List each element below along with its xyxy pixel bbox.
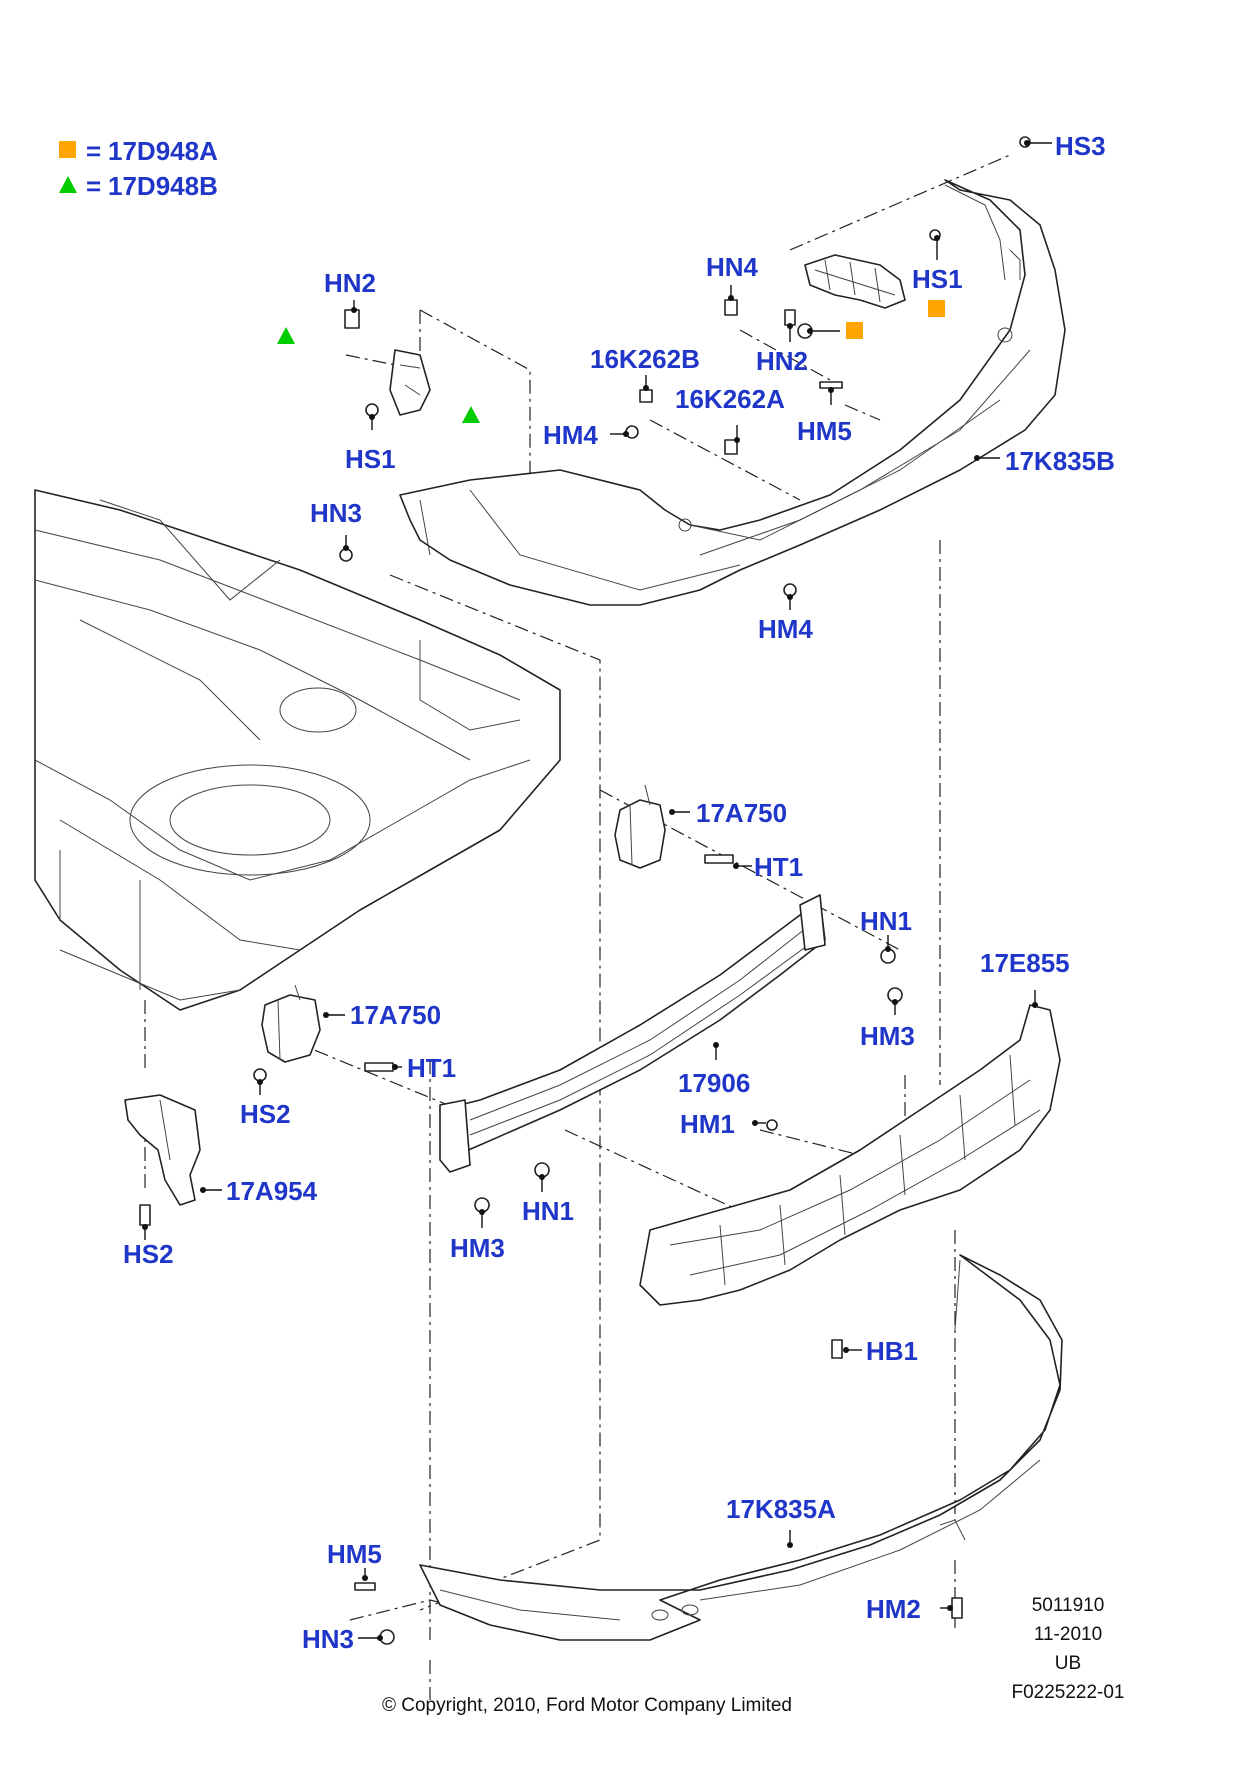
label-hm5-top: HM5 bbox=[797, 416, 852, 446]
footer: © Copyright, 2010, Ford Motor Company Li… bbox=[382, 1595, 1125, 1716]
label-17a954: 17A954 bbox=[226, 1176, 318, 1206]
label-hn1-right: HN1 bbox=[860, 906, 912, 936]
label-hm5-bottom: HM5 bbox=[327, 1539, 382, 1569]
copyright-text: © Copyright, 2010, Ford Motor Company Li… bbox=[382, 1695, 792, 1716]
legend-code-17d948a: 17D948A bbox=[108, 136, 218, 166]
market-code: UB bbox=[1055, 1653, 1081, 1674]
label-17e855: 17E855 bbox=[980, 948, 1070, 978]
marker-square-17d948a-2 bbox=[846, 322, 863, 339]
part-labels: HS3 HS1 HN4 HN2 HN2 HS1 16K262B 16K262A … bbox=[123, 131, 1115, 1654]
label-17906: 17906 bbox=[678, 1068, 750, 1098]
color-markers bbox=[277, 300, 945, 423]
label-hm4-bottom: HM4 bbox=[758, 614, 813, 644]
label-16k262a: 16K262A bbox=[675, 384, 785, 414]
label-hs3: HS3 bbox=[1055, 131, 1106, 161]
fastener-ht1-right bbox=[704, 854, 734, 864]
label-16k262b: 16K262B bbox=[590, 344, 700, 374]
label-17a750-right: 17A750 bbox=[696, 798, 787, 828]
label-hn4: HN4 bbox=[706, 252, 759, 282]
label-hm2: HM2 bbox=[866, 1594, 921, 1624]
fasteners bbox=[139, 136, 1031, 1645]
fastener-hm2 bbox=[951, 1597, 963, 1619]
fastener-hn4 bbox=[724, 299, 738, 316]
legend-eq-2: = bbox=[86, 171, 101, 201]
marker-square-17d948a-1 bbox=[928, 300, 945, 317]
label-hs1-top: HS1 bbox=[912, 264, 963, 294]
label-hb1: HB1 bbox=[866, 1336, 918, 1366]
fastener-hm5-bottom bbox=[354, 1582, 376, 1591]
legend-code-17d948b: 17D948B bbox=[108, 171, 218, 201]
fastener-ht1-left bbox=[364, 1062, 394, 1072]
label-hm1: HM1 bbox=[680, 1109, 735, 1139]
fastener-hb1 bbox=[831, 1339, 843, 1359]
label-hm3-left: HM3 bbox=[450, 1233, 505, 1263]
vehicle-rear-floor-structure bbox=[34, 489, 561, 1011]
fastener-hn2-right bbox=[784, 309, 796, 326]
label-hn3-top: HN3 bbox=[310, 498, 362, 528]
label-ht1-left: HT1 bbox=[407, 1053, 456, 1083]
upper-bumper-cover-17k835b bbox=[399, 179, 1066, 606]
reinforcement-beam-17906 bbox=[439, 894, 826, 1173]
label-hn2-left: HN2 bbox=[324, 268, 376, 298]
legend: = 17D948A = 17D948B bbox=[59, 136, 218, 201]
legend-eq-1: = bbox=[86, 136, 101, 166]
fastener-hn2-left bbox=[344, 309, 360, 329]
label-17a750-left: 17A750 bbox=[350, 1000, 441, 1030]
label-hm3-right: HM3 bbox=[860, 1021, 915, 1051]
fastener-hs2-left bbox=[139, 1204, 151, 1226]
label-hn3-bottom: HN3 bbox=[302, 1624, 354, 1654]
bracket-17a954 bbox=[124, 1094, 201, 1206]
isolator-17a750-right bbox=[614, 784, 666, 869]
fastener-16k262a bbox=[724, 439, 738, 455]
lower-bumper-cover-17k835a bbox=[419, 1254, 1063, 1641]
energy-absorber-17e855 bbox=[639, 1004, 1061, 1306]
label-17k835a: 17K835A bbox=[726, 1494, 836, 1524]
label-hn2-right: HN2 bbox=[756, 346, 808, 376]
isolator-17a750-left bbox=[261, 984, 321, 1063]
label-ht1-right: HT1 bbox=[754, 852, 803, 882]
label-hs2-right: HS2 bbox=[240, 1099, 291, 1129]
label-hs1-left: HS1 bbox=[345, 444, 396, 474]
figure-id: F0225222-01 bbox=[1011, 1682, 1124, 1703]
fastener-hm1 bbox=[766, 1119, 778, 1131]
leader-lines bbox=[142, 140, 1052, 1641]
date-code: 11-2010 bbox=[1034, 1624, 1102, 1645]
marker-triangle-17d948b-1 bbox=[277, 327, 295, 344]
label-hm4-top: HM4 bbox=[543, 420, 598, 450]
upper-right-bracket bbox=[804, 254, 906, 309]
legend-square-icon bbox=[59, 141, 76, 158]
fastener-16k262b bbox=[639, 389, 653, 403]
marker-triangle-17d948b-2 bbox=[462, 406, 480, 423]
label-17k835b: 17K835B bbox=[1005, 446, 1115, 476]
upper-left-bracket bbox=[389, 349, 431, 416]
label-hs2-left: HS2 bbox=[123, 1239, 174, 1269]
label-hn1-left: HN1 bbox=[522, 1196, 574, 1226]
ref-number: 5011910 bbox=[1032, 1595, 1105, 1616]
legend-triangle-icon bbox=[59, 176, 77, 193]
